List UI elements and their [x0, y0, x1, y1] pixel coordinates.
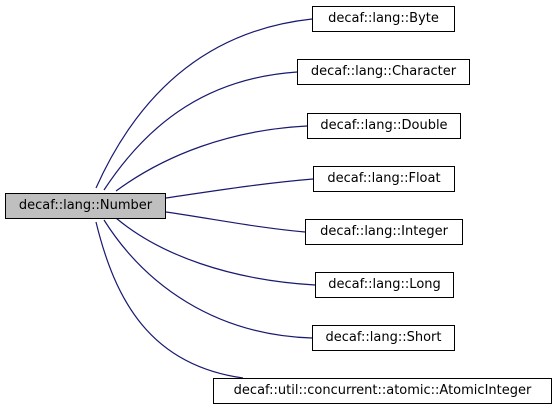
derived-class-node[interactable]: decaf::util::concurrent::atomic::AtomicI… — [213, 378, 552, 404]
edge-atomic-integer — [95, 221, 244, 379]
derived-class-node[interactable]: decaf::lang::Long — [315, 272, 454, 298]
base-class-node: decaf::lang::Number — [5, 193, 166, 219]
edge-byte — [95, 18, 313, 189]
edge-long — [115, 217, 316, 286]
derived-class-node[interactable]: decaf::lang::Byte — [312, 6, 455, 32]
edge-short — [103, 219, 313, 339]
edge-float — [165, 178, 314, 199]
derived-class-node[interactable]: decaf::lang::Character — [297, 59, 470, 85]
edge-character — [103, 71, 298, 191]
edge-double — [115, 125, 308, 192]
derived-class-node[interactable]: decaf::lang::Integer — [305, 219, 463, 245]
derived-class-node[interactable]: decaf::lang::Double — [307, 113, 461, 139]
derived-class-node[interactable]: decaf::lang::Float — [313, 166, 455, 192]
edge-integer — [165, 211, 306, 233]
derived-class-node[interactable]: decaf::lang::Short — [312, 325, 455, 351]
